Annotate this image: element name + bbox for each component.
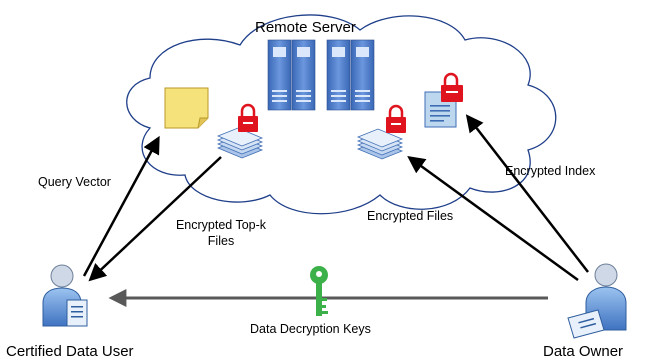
query-vector-label: Query Vector [38, 175, 111, 189]
person-icon [42, 264, 88, 327]
cloud-icon [126, 14, 557, 215]
query-vector-arrow [82, 135, 160, 277]
encrypted-files-arrow [407, 155, 579, 282]
lock-icon [386, 104, 406, 133]
key-icon [310, 266, 328, 316]
remote-server-label: Remote Server [255, 19, 356, 36]
lock-icon [441, 72, 463, 102]
certified-data-user-label: Certified Data User [6, 343, 134, 360]
decryption-keys-label: Data Decryption Keys [250, 322, 371, 336]
server-rack-icon [267, 39, 375, 111]
encrypted-files-label: Encrypted Files [367, 209, 454, 223]
encrypted-index-arrow [465, 114, 589, 273]
encrypted-topk-label-line2: Files [207, 233, 235, 248]
encrypted-topk-arrow [88, 156, 222, 282]
file-stack-icon [216, 127, 264, 159]
data-owner-label: Data Owner [543, 343, 624, 360]
person-icon [567, 263, 627, 339]
sticky-note-icon [164, 87, 209, 129]
file-stack-icon [356, 128, 404, 160]
encrypted-topk-label-line1: Encrypted Top-k [175, 218, 267, 232]
lock-icon [238, 103, 258, 132]
encrypted-index-label: Encrypted Index [505, 164, 596, 178]
encrypted-topk-label: Encrypted Top-k Files [168, 218, 274, 249]
